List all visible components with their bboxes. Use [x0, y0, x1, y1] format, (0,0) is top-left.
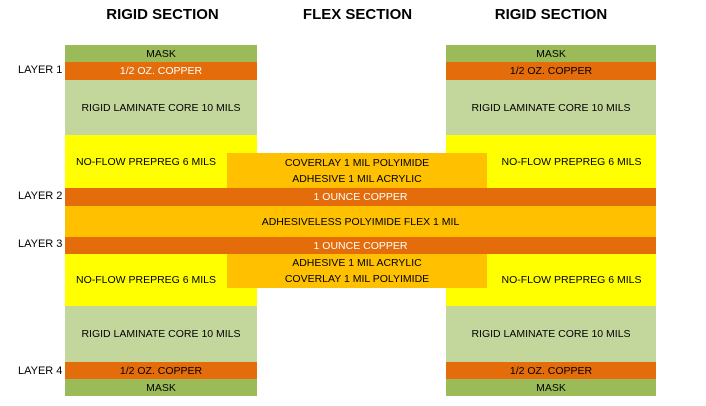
- coverlay-top-label: COVERLAY 1 MIL POLYIMIDE: [284, 156, 430, 169]
- left-mask-bottom: MASK: [65, 379, 257, 396]
- left-prepreg-bottom-fill: [227, 288, 257, 306]
- right-core-bottom: RIGID LAMINATE CORE 10 MILS: [446, 306, 656, 362]
- layer-2-label: LAYER 2: [18, 190, 63, 202]
- left-core-top: RIGID LAMINATE CORE 10 MILS: [65, 80, 257, 135]
- header-rigid-left: RIGID SECTION: [106, 6, 219, 23]
- layer-1-label: LAYER 1: [18, 64, 63, 76]
- header-rigid-right: RIGID SECTION: [494, 6, 608, 23]
- right-copper-layer4: 1/2 OZ. COPPER: [446, 362, 656, 379]
- flex-core: ADHESIVELESS POLYIMIDE FLEX 1 MIL: [65, 206, 656, 237]
- left-copper-layer4: 1/2 OZ. COPPER: [65, 362, 257, 379]
- layer-3-label: LAYER 3: [18, 238, 63, 250]
- adhesive-top-label: ADHESIVE 1 MIL ACRYLIC: [292, 172, 422, 185]
- right-prepreg-bottom: NO-FLOW PREPREG 6 MILS: [487, 254, 656, 306]
- right-prepreg-top-fill: [446, 135, 487, 153]
- flex-adhesive-coverlay-bottom: ADHESIVE 1 MIL ACRYLIC COVERLAY 1 MIL PO…: [227, 254, 487, 288]
- flex-copper-layer3: 1 OUNCE COPPER: [65, 237, 656, 254]
- right-prepreg-top: NO-FLOW PREPREG 6 MILS: [487, 135, 656, 188]
- flex-coverlay-adhesive-top: COVERLAY 1 MIL POLYIMIDE ADHESIVE 1 MIL …: [227, 153, 487, 188]
- left-prepreg-bottom: NO-FLOW PREPREG 6 MILS: [65, 254, 227, 306]
- coverlay-bottom-label: COVERLAY 1 MIL POLYIMIDE: [284, 273, 430, 285]
- right-prepreg-bottom-fill: [446, 288, 487, 306]
- left-core-bottom: RIGID LAMINATE CORE 10 MILS: [65, 306, 257, 362]
- right-copper-layer1: 1/2 OZ. COPPER: [446, 62, 656, 80]
- header-flex: FLEX SECTION: [302, 6, 413, 23]
- right-mask-top: MASK: [446, 45, 656, 62]
- layer-4-label: LAYER 4: [18, 365, 63, 377]
- flex-copper-layer2: 1 OUNCE COPPER: [65, 188, 656, 206]
- right-core-top: RIGID LAMINATE CORE 10 MILS: [446, 80, 656, 135]
- right-mask-bottom: MASK: [446, 379, 656, 396]
- left-prepreg-top: NO-FLOW PREPREG 6 MILS: [65, 135, 227, 188]
- left-copper-layer1: 1/2 OZ. COPPER: [65, 62, 257, 80]
- left-mask-top: MASK: [65, 45, 257, 62]
- adhesive-bottom-label: ADHESIVE 1 MIL ACRYLIC: [292, 257, 422, 269]
- left-prepreg-top-fill: [227, 135, 257, 153]
